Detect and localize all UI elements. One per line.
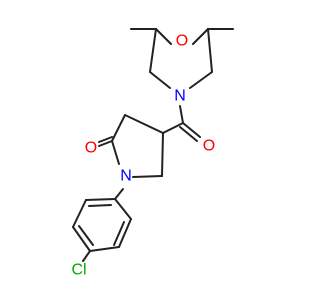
bond — [114, 188, 124, 200]
bond — [124, 114, 164, 134]
molecule-canvas: O N O O N Cl — [71, 28, 234, 279]
oxygen-morpholine-label: O — [176, 33, 188, 50]
bond — [89, 246, 120, 252]
bond — [113, 221, 125, 246]
bond — [149, 71, 171, 89]
bond — [111, 114, 126, 142]
bond — [111, 140, 120, 165]
bond — [98, 136, 113, 143]
bond — [72, 226, 91, 252]
atom-labels: O N O O N Cl — [71, 33, 215, 279]
bond — [72, 199, 87, 228]
bond — [85, 198, 116, 201]
bond — [149, 28, 157, 73]
bond — [114, 198, 132, 220]
bond — [162, 122, 184, 134]
bond — [118, 218, 132, 248]
bond — [78, 225, 94, 246]
bond — [88, 204, 112, 207]
bonds — [72, 28, 234, 262]
bond — [132, 175, 163, 178]
bond — [155, 28, 172, 45]
bond — [192, 28, 209, 45]
nitrogen-morpholine-label: N — [174, 88, 186, 105]
bond — [189, 71, 213, 89]
bond — [82, 250, 91, 262]
bond — [179, 126, 198, 142]
nitrogen-lactam-label: N — [120, 168, 132, 185]
bond — [98, 140, 113, 147]
bond — [161, 132, 164, 177]
oxygen-lactam-label: O — [85, 140, 97, 157]
bond — [182, 122, 201, 138]
bond — [179, 105, 184, 124]
bond — [207, 28, 213, 73]
oxygen-carbonyl-label: O — [203, 138, 215, 155]
molecule-structure: O N O O N Cl — [71, 28, 234, 279]
chlorine-label: Cl — [71, 262, 86, 279]
